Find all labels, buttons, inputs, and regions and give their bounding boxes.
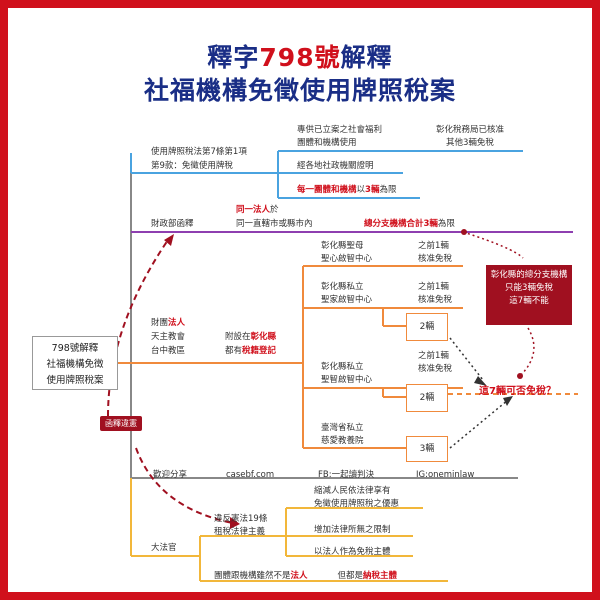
inst3-count-box: 2輛: [406, 384, 448, 412]
cond1-line1: 專供已立案之社會福利: [297, 125, 383, 135]
title-part2: 解釋: [340, 43, 393, 72]
arrow-from-inst2: [449, 337, 484, 381]
inst3-name2: 聖智啟智中心: [321, 375, 373, 385]
inst1-name2: 聖心啟智中心: [321, 254, 373, 264]
attach-line2: 都有稅籍登記: [225, 346, 277, 356]
root-line3: 使用牌照稅案: [46, 375, 104, 386]
reason2: 增加法律所無之限制: [314, 525, 391, 535]
justice-arrow: [135, 447, 234, 524]
instagram-link[interactable]: IG:oneminlaw: [416, 470, 475, 480]
inst3-name1: 彰化縣私立: [321, 362, 364, 372]
inst2-note2: 核准免稅: [418, 295, 453, 305]
reason1-line1: 縮減人民依法律享有: [314, 486, 391, 496]
inst1-note2: 核准免稅: [418, 254, 453, 264]
callout-dotted-top: [462, 231, 524, 259]
cond1-note2: 其他3輛免稅: [446, 138, 494, 148]
title-number: 798號: [259, 43, 341, 72]
root-node: 798號解釋 社福機構免徵 使用牌照稅案: [32, 336, 118, 390]
attach-line1: 附設在彰化縣: [225, 332, 277, 342]
root-line1: 798號解釋: [51, 343, 99, 354]
inst4-name1: 臺灣省私立: [321, 423, 364, 433]
inst3-note2: 核准免稅: [418, 364, 453, 374]
ruling-line2: 租稅法律主義: [214, 527, 266, 537]
title-part1: 釋字: [207, 43, 260, 72]
callout-line3: 這7輛不能: [509, 296, 549, 306]
inst1-note1: 之前1輛: [418, 241, 449, 251]
purple-limit: 總分支機構合計3輛為限: [364, 219, 455, 229]
org-line1: 財團法人: [151, 318, 186, 328]
callout-dotted-bottom: [519, 327, 535, 377]
purple-line2: 同一直轄市或縣市內: [236, 219, 313, 229]
inst3-note1: 之前1輛: [418, 351, 449, 361]
reason4: 團體跟機構雖然不是法人但都是納稅主體: [214, 571, 398, 581]
law-source-line1: 使用牌照稅法第7條第1項: [151, 147, 247, 157]
cond3-num: 3輛: [365, 185, 380, 195]
share-label: 歡迎分享: [153, 470, 188, 480]
inst4-name2: 慈愛教養院: [321, 436, 364, 446]
inst2-note1: 之前1輛: [418, 282, 449, 292]
inst2-count-box: 2輛: [406, 313, 448, 341]
ruling-line1: 違反憲法19條: [214, 514, 268, 524]
cond1-note1: 彰化稅務局已核准: [436, 125, 505, 135]
facebook-link[interactable]: FB:一起讀判決: [318, 470, 375, 480]
website-link[interactable]: casebf.com: [226, 470, 275, 480]
inst4-count-box: 3輛: [406, 436, 448, 462]
title-block: 釋字798號解釋 社福機構免徵使用牌照稅案: [8, 42, 592, 106]
mof-ruling-label: 財政部函釋: [151, 219, 194, 229]
inst2-name1: 彰化縣私立: [321, 282, 364, 292]
cond3-red: 每一團體和機構: [297, 185, 357, 195]
cond2-text: 經各地社政機關證明: [297, 161, 374, 171]
reason1-line2: 免徵使用牌照稅之優惠: [314, 499, 400, 509]
inst2-name2: 聖家啟智中心: [321, 295, 373, 305]
main-title: 釋字798號解釋: [8, 42, 592, 73]
callout-line1: 彰化縣的總分支機構: [490, 270, 568, 280]
inst1-name1: 彰化縣聖母: [321, 241, 364, 251]
cond1-line2: 團體和機構使用: [297, 138, 357, 148]
law-source-line2: 第9款：免徵使用牌稅: [151, 161, 233, 171]
tax-exempt-question: 這7輛可否免稅？: [479, 386, 556, 397]
purple-line1: 同一法人於: [236, 205, 279, 215]
org-line3: 台中教區: [151, 346, 186, 356]
justices-label: 大法官: [151, 543, 177, 553]
subtitle: 社福機構免徵使用牌照稅案: [143, 76, 456, 105]
arrow-from-inst4: [449, 399, 509, 449]
cond3-text: 每一團體和機構以3輛為限: [297, 185, 397, 195]
unconstitutional-badge: 函釋違憲: [100, 416, 142, 431]
unconstitutional-arrow: [107, 239, 169, 417]
callout-box: 彰化縣的總分支機構 只能3輛免稅 這7輛不能: [486, 265, 572, 325]
callout-line2: 只能3輛免稅: [505, 283, 553, 293]
root-line2: 社福機構免徵: [46, 359, 104, 370]
org-line2: 天主教會: [151, 332, 186, 342]
reason3: 以法人作為免稅主體: [314, 547, 391, 557]
